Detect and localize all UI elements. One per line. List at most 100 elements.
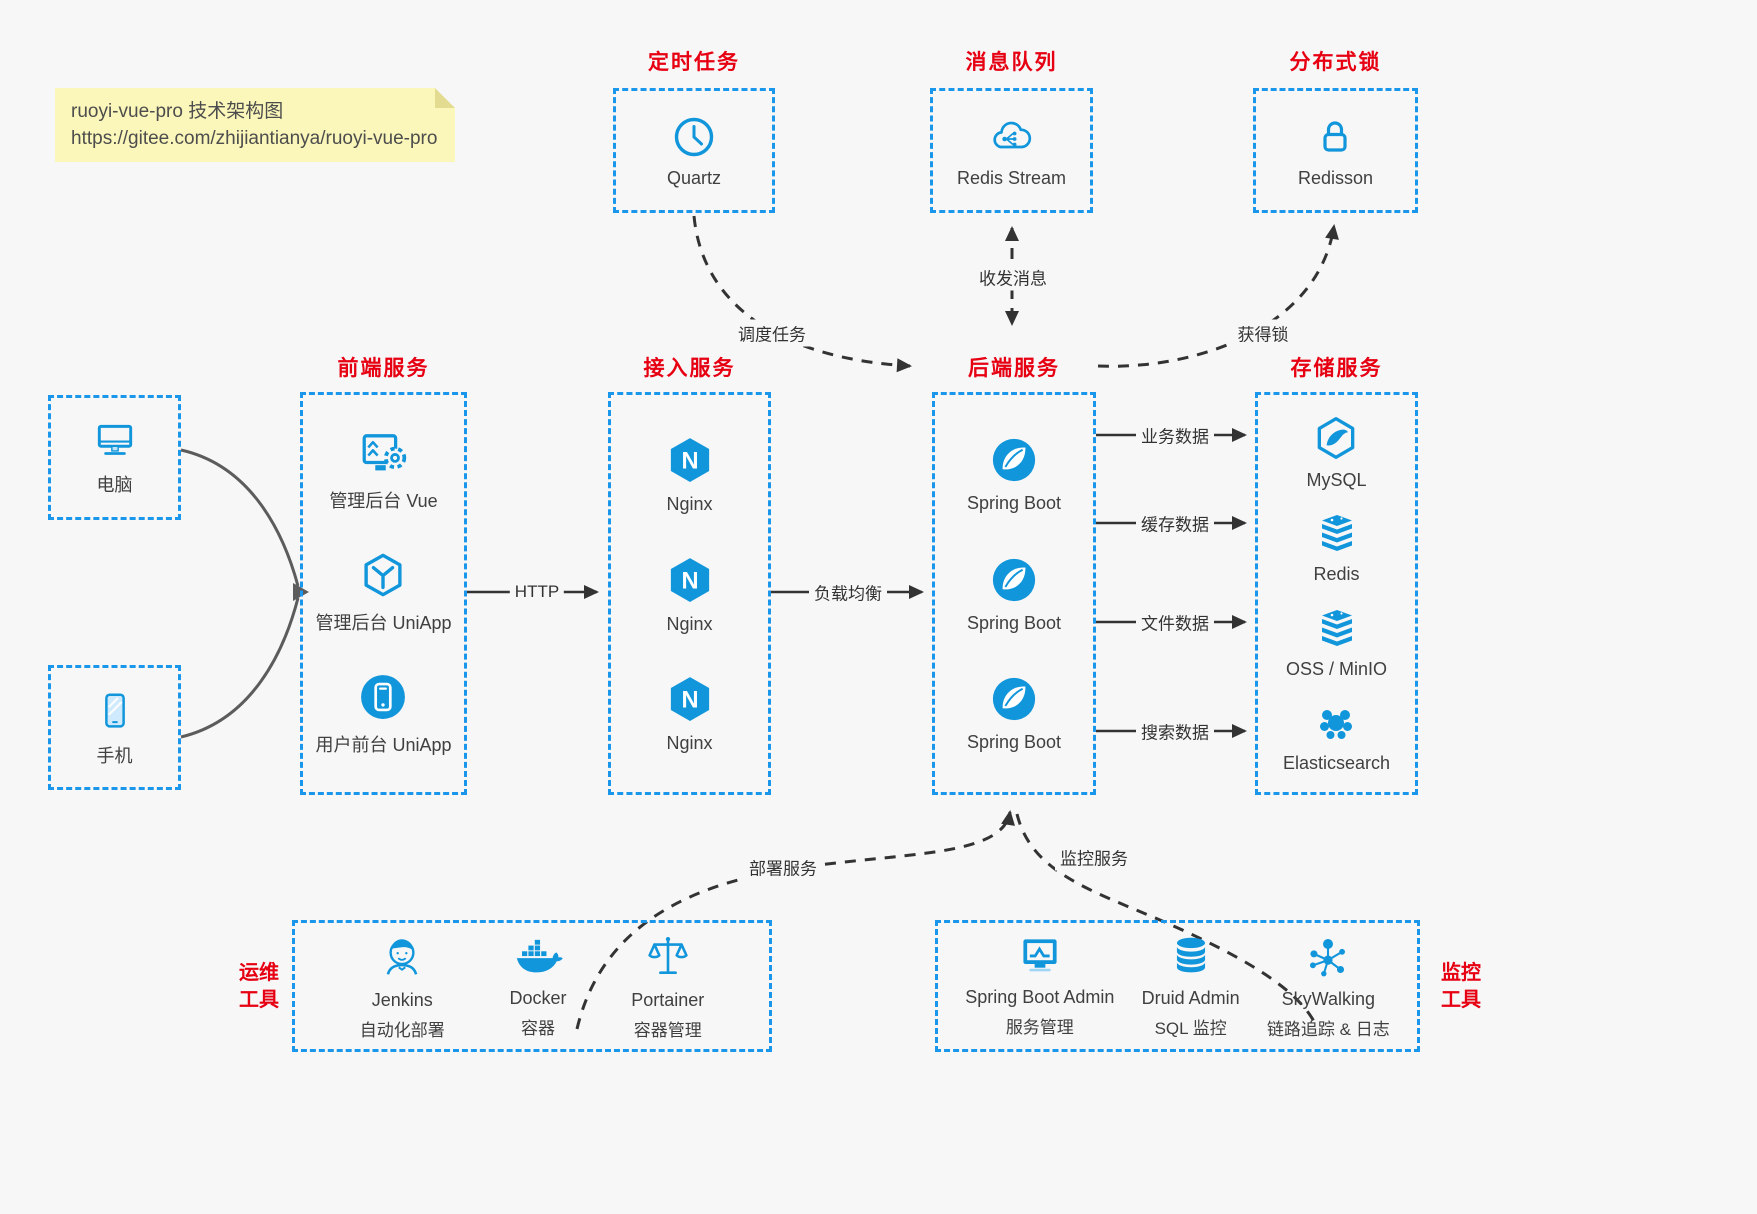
edge-label-getlock: 获得锁	[1232, 319, 1294, 347]
svg-text:N: N	[681, 448, 698, 474]
group-title-scheduled: 定时任务	[648, 51, 740, 74]
node-springboot-1: Spring Boot	[967, 434, 1061, 514]
user-app-icon	[361, 675, 406, 719]
edge-label-cache: 缓存数据	[1136, 509, 1214, 537]
clock-icon	[674, 117, 714, 156]
edge-label-deploy: 部署服务	[744, 853, 822, 881]
node-nginx-2: N Nginx	[663, 553, 717, 635]
node-admin-uniapp: 管理后台 UniApp	[315, 548, 452, 635]
docker-icon	[516, 939, 563, 973]
edge-label-file: 文件数据	[1136, 608, 1214, 636]
node-druid-admin: Druid Admin SQL 监控	[1142, 933, 1240, 1039]
mysql-icon	[1318, 417, 1355, 460]
edge-label-http: HTTP	[509, 581, 565, 603]
node-label: 管理后台 Vue	[329, 491, 438, 511]
node-phone: 手机	[92, 687, 138, 768]
node-label: SkyWalking	[1281, 989, 1376, 1009]
node-docker: Docker 容器	[509, 933, 566, 1039]
node-label: 管理后台 UniApp	[315, 613, 452, 633]
node-computer: 电脑	[89, 418, 141, 497]
admin-monitor-icon	[1023, 939, 1057, 972]
group-title-backend: 后端服务	[968, 357, 1060, 380]
spring-boot-icon	[992, 677, 1036, 720]
lock-icon	[1323, 120, 1348, 152]
group-title-lock: 分布式锁	[1289, 51, 1382, 74]
node-nginx-3: N Nginx	[663, 672, 717, 754]
nginx-icon: N	[670, 437, 709, 482]
group-title-gateway: 接入服务	[643, 357, 736, 380]
svg-text:N: N	[681, 568, 698, 594]
node-quartz: Quartz	[667, 113, 721, 189]
group-box-computer: 电脑	[48, 395, 181, 520]
node-sublabel: 容器管理	[633, 1021, 702, 1040]
node-elasticsearch: Elasticsearch	[1283, 698, 1390, 774]
node-skywalking: SkyWalking 链路追踪 & 日志	[1267, 932, 1390, 1040]
group-box-backend: Spring Boot Spring Boot Spring Boot	[932, 392, 1096, 795]
group-box-lock: Redisson	[1253, 88, 1418, 213]
node-label: 电脑	[96, 475, 133, 495]
cloud-stream-icon	[993, 121, 1032, 148]
node-label: Redis Stream	[956, 167, 1067, 188]
note-folded-corner	[435, 88, 455, 108]
spring-boot-icon	[992, 558, 1036, 601]
node-admin-vue: 管理后台 Vue	[329, 430, 438, 513]
sticky-note: ruoyi-vue-pro 技术架构图 https://gitee.com/zh…	[55, 88, 455, 162]
node-label: OSS / MinIO	[1285, 658, 1388, 679]
node-label: 手机	[96, 746, 133, 766]
node-label: Spring Boot	[966, 612, 1062, 633]
oss-stack-icon	[1321, 609, 1352, 646]
node-label: 用户前台 UniApp	[315, 735, 452, 755]
jenkins-icon	[386, 939, 418, 975]
node-label: Nginx	[666, 493, 713, 514]
edge-getlock-line	[1097, 224, 1339, 368]
node-label: Nginx	[666, 613, 713, 634]
devops-side-line2: 工具	[239, 989, 279, 1011]
svg-text:N: N	[681, 688, 698, 714]
group-box-gateway: N Nginx N Nginx N Nginx	[608, 392, 771, 795]
node-springboot-admin: Spring Boot Admin 服务管理	[965, 934, 1114, 1038]
group-box-scheduled: Quartz	[613, 88, 775, 213]
node-label: Nginx	[666, 733, 713, 754]
node-label: Druid Admin	[1141, 988, 1240, 1008]
admin-vue-icon	[362, 434, 406, 471]
group-box-monitor: Spring Boot Admin 服务管理 Druid Admin SQL 监…	[935, 920, 1420, 1052]
node-jenkins: Jenkins 自动化部署	[360, 931, 445, 1041]
node-label: Redisson	[1297, 167, 1374, 188]
skywalking-topology-icon	[1310, 938, 1346, 977]
edge-label-schedule: 调度任务	[733, 319, 811, 347]
devops-side-label: 运维 工具	[236, 960, 282, 1014]
node-mysql: MySQL	[1306, 413, 1367, 491]
group-box-mq: Redis Stream	[930, 88, 1093, 213]
edge-label-biz: 业务数据	[1136, 421, 1214, 449]
node-label: Spring Boot	[966, 731, 1062, 752]
node-redis-stream: Redis Stream	[957, 113, 1066, 189]
node-label: Elasticsearch	[1282, 752, 1391, 773]
edge-label-msg: 收发消息	[974, 263, 1052, 291]
note-title: ruoyi-vue-pro 技术架构图	[71, 101, 284, 122]
devops-side-line1: 运维	[239, 962, 279, 984]
smartphone-icon	[104, 693, 125, 728]
group-box-frontend: 管理后台 Vue 管理后台 UniApp 用户前台 UniApp	[300, 392, 467, 795]
node-springboot-3: Spring Boot	[967, 673, 1061, 753]
node-oss-minio: OSS / MinIO	[1286, 604, 1387, 680]
node-label: Quartz	[666, 167, 722, 188]
group-title-storage: 存储服务	[1290, 357, 1383, 380]
node-sublabel: 服务管理	[1005, 1018, 1074, 1037]
node-springboot-2: Spring Boot	[967, 554, 1061, 634]
redis-stack-icon	[1321, 515, 1352, 552]
node-sublabel: SQL 监控	[1154, 1019, 1227, 1038]
nginx-icon: N	[670, 557, 709, 602]
group-title-mq: 消息队列	[965, 51, 1058, 74]
note-url: https://gitee.com/zhijiantianya/ruoyi-vu…	[71, 128, 438, 149]
node-sublabel: 容器	[520, 1019, 555, 1038]
node-label: Spring Boot Admin	[965, 987, 1115, 1007]
monitor-side-line2: 工具	[1441, 989, 1481, 1011]
node-nginx-1: N Nginx	[663, 433, 717, 515]
node-label: Jenkins	[371, 990, 433, 1010]
desktop-computer-icon	[97, 424, 132, 455]
group-box-phone: 手机	[48, 665, 181, 790]
node-redisson: Redisson	[1298, 113, 1373, 189]
node-label: Portainer	[631, 990, 705, 1010]
